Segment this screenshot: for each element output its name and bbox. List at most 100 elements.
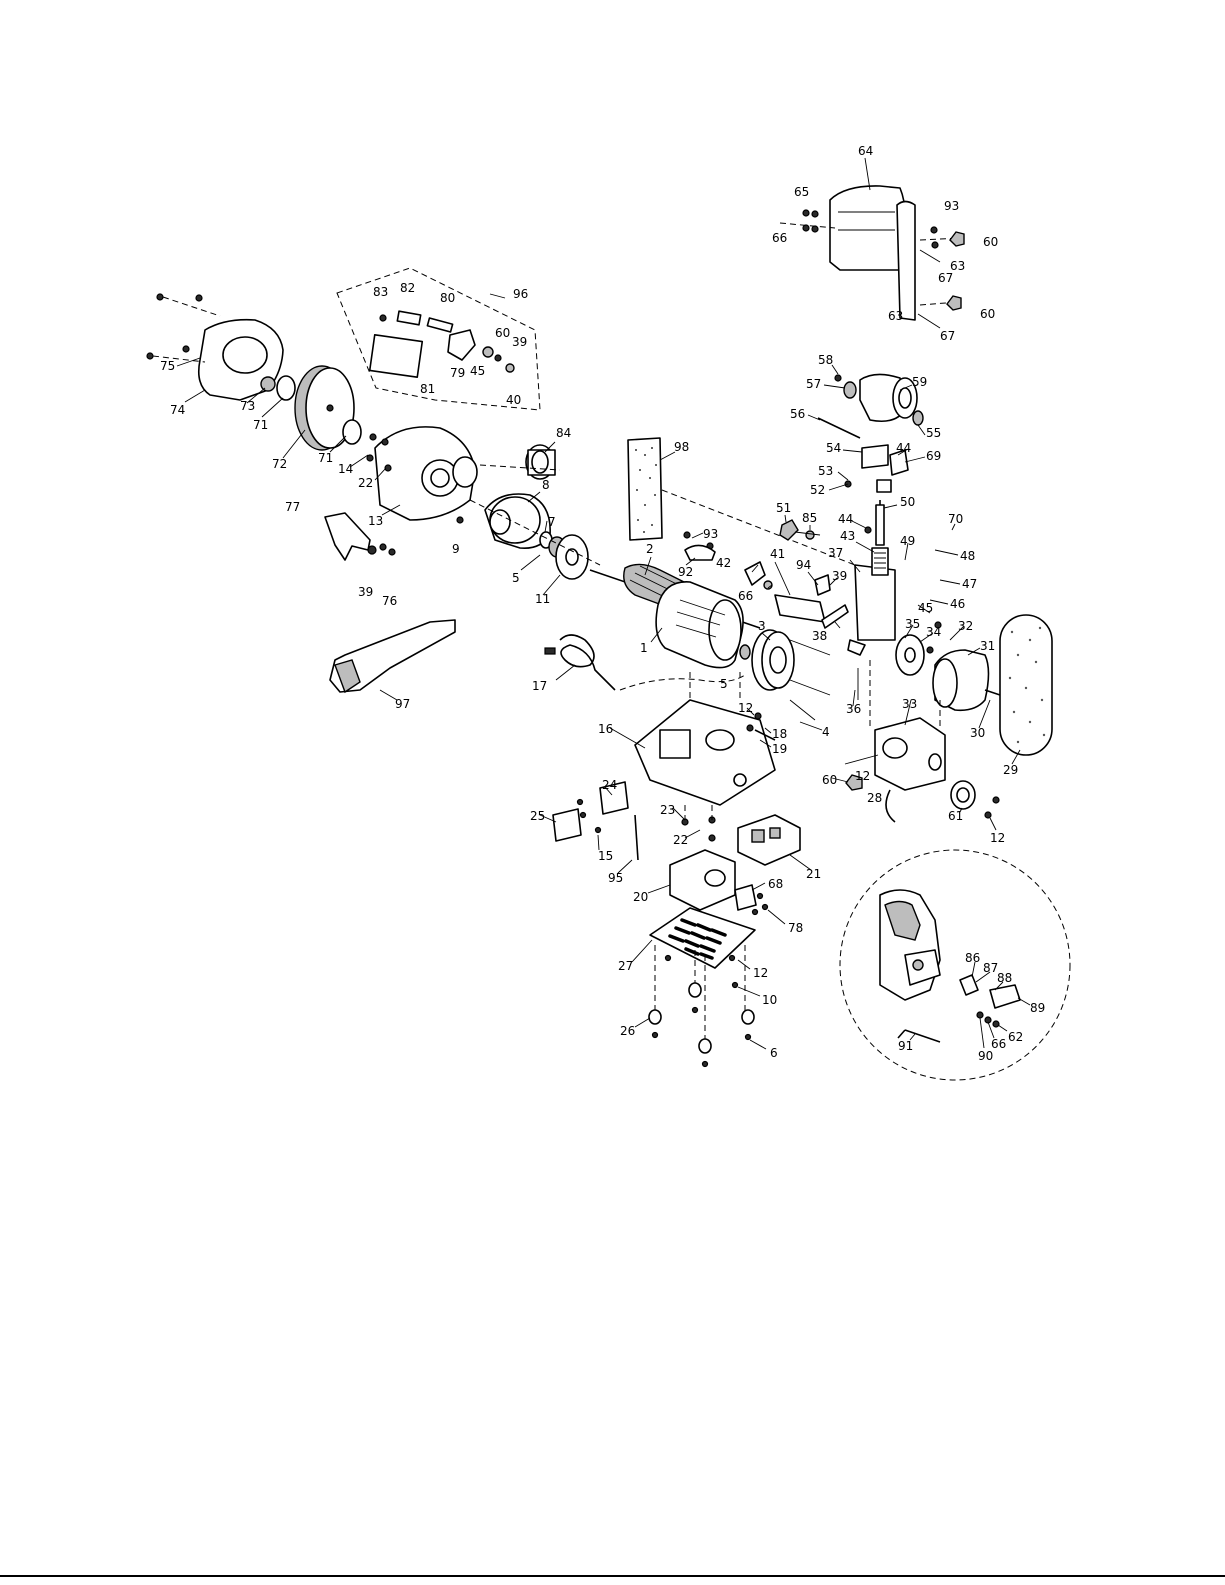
callout-16: 16 [598,722,613,736]
platen-assembly [779,500,896,656]
callout-87: 87 [983,961,998,975]
belt-drive-housing [845,660,1000,823]
motor-housing [655,581,744,669]
eye-shield-kit-group [336,267,541,411]
callout-62: 62 [1008,1030,1023,1044]
callout-59: 59 [912,375,927,389]
end-bell-right [739,629,831,721]
callout-64: 64 [858,144,873,158]
callout-44b: 44 [896,441,911,455]
callout-79: 79 [450,366,465,380]
callout-76: 76 [382,594,397,608]
callout-29: 29 [1003,763,1018,777]
callout-28: 28 [867,791,882,805]
callout-78: 78 [788,921,803,935]
callout-39: 39 [512,335,527,349]
callout-70: 70 [948,512,963,526]
callout-37: 37 [828,546,843,560]
callout-81: 81 [420,382,435,396]
idler-pulley-assembly [817,373,924,493]
callout-63: 63 [950,259,965,273]
part-callouts: 64 65 66 93 60 63 67 63 67 60 96 83 82 8… [160,144,1045,1063]
callout-20: 20 [633,890,648,904]
detail-view-circle [839,849,1071,1081]
callout-27: 27 [618,959,633,973]
power-cord [544,634,746,691]
drive-pulley-assembly [857,621,1001,712]
callout-45b: 45 [918,601,933,615]
callout-3: 3 [758,619,766,633]
callout-54: 54 [826,441,841,455]
callout-23: 23 [660,803,675,817]
callout-52: 52 [810,483,825,497]
callout-56: 56 [790,407,805,421]
callout-8: 8 [542,478,550,492]
callout-25: 25 [530,809,545,823]
callout-43: 43 [840,529,855,543]
callout-49: 49 [900,534,915,548]
callout-89: 89 [1030,1001,1045,1015]
callout-39c: 39 [832,569,847,583]
callout-12b: 12 [753,966,768,980]
callout-34: 34 [926,625,941,639]
callout-35: 35 [905,617,920,631]
callout-69: 69 [926,449,941,463]
callout-97: 97 [395,697,410,711]
callout-12: 12 [738,701,753,715]
callout-45: 45 [470,364,485,378]
callout-22b: 22 [673,833,688,847]
callout-77: 77 [285,500,300,514]
callout-88: 88 [997,971,1012,985]
callout-68: 68 [768,877,783,891]
callout-5b: 5 [720,677,728,691]
callout-85: 85 [802,511,817,525]
callout-24: 24 [602,778,617,792]
callout-7: 7 [548,515,556,529]
callout-93: 93 [944,199,959,213]
callout-47: 47 [962,577,977,591]
motor-base [634,672,776,806]
callout-26: 26 [620,1024,635,1038]
callout-15: 15 [598,849,613,863]
callout-93b: 93 [703,527,718,541]
callout-19: 19 [772,742,787,756]
callout-95: 95 [608,871,623,885]
callout-4: 4 [822,725,830,739]
callout-46: 46 [950,597,965,611]
callout-57: 57 [806,377,821,391]
tool-rest-right-assembly [683,531,849,629]
callout-67b: 67 [940,329,955,343]
callout-72: 72 [272,457,287,471]
callout-55: 55 [926,426,941,440]
callout-71: 71 [253,418,268,432]
callout-83: 83 [373,285,388,299]
callout-60: 60 [983,235,998,249]
callout-60d: 60 [822,773,837,787]
callout-82: 82 [400,281,415,295]
handle-tool [329,619,456,694]
callout-73: 73 [240,399,255,413]
callout-40: 40 [506,393,521,407]
switch-box-assembly [669,814,801,916]
callout-11: 11 [535,592,550,606]
callout-12d: 12 [990,831,1005,845]
callout-61: 61 [948,809,963,823]
callout-5: 5 [512,571,520,585]
callout-71b: 71 [318,451,333,465]
callout-74: 74 [170,403,185,417]
callout-33: 33 [902,697,917,711]
callout-14: 14 [338,462,353,476]
left-wheel-guard-assembly [146,293,478,521]
callout-13: 13 [368,514,383,528]
sanding-belt [999,614,1053,756]
callout-44: 44 [838,512,853,526]
callout-60c: 60 [495,326,510,340]
callout-94: 94 [796,558,811,572]
callout-17: 17 [532,679,547,693]
switch-plates [552,781,716,861]
callout-48: 48 [960,549,975,563]
wheel-hub-assembly [456,444,601,580]
callout-38: 38 [812,629,827,643]
callout-51: 51 [776,501,791,515]
